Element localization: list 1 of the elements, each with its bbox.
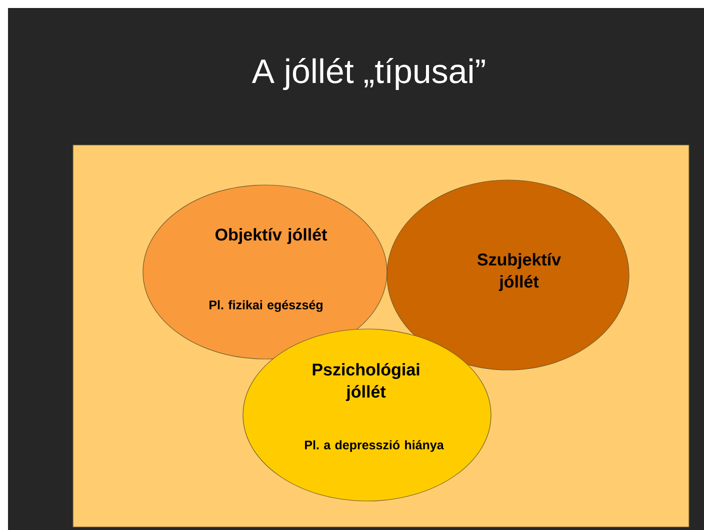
slide-title: A jóllét „típusai” (252, 58, 485, 90)
